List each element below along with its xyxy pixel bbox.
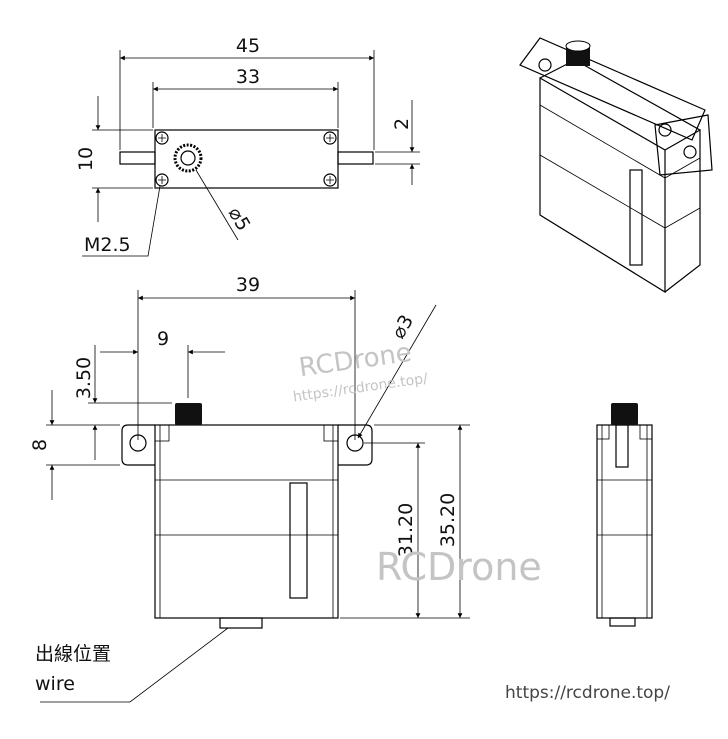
servo-body-side xyxy=(596,424,653,619)
dim-dia-5: ⌀5 xyxy=(224,204,255,235)
dim-2: 2 xyxy=(391,118,413,130)
mount-tab-right xyxy=(337,151,374,165)
dim-10: 10 xyxy=(75,147,97,171)
dim-33: 33 xyxy=(236,66,260,88)
wire-exit xyxy=(219,617,263,629)
output-spline-icon xyxy=(611,403,638,425)
output-spline-icon xyxy=(173,143,203,173)
servo-body-front xyxy=(154,424,339,619)
dim-8: 8 xyxy=(29,439,51,451)
dim-31-20: 31.20 xyxy=(395,503,417,557)
label-slot xyxy=(289,482,308,599)
watermark-url: https://rcdrone.top/ xyxy=(505,683,670,703)
watermark-small: RCDrone https://rcdrone.top/ xyxy=(292,338,429,406)
dim-45: 45 xyxy=(236,35,260,57)
side-view xyxy=(596,403,653,627)
mount-tab-left xyxy=(119,151,156,165)
label-m2-5: M2.5 xyxy=(84,234,131,256)
dim-35-20: 35.20 xyxy=(437,493,459,547)
wire-leader xyxy=(40,627,229,703)
dim-9: 9 xyxy=(157,328,169,350)
servo-body-top xyxy=(154,129,339,189)
dim-3-50: 3.50 xyxy=(73,357,95,399)
isometric-view xyxy=(519,37,713,294)
label-wire-cn: 出線位置 xyxy=(35,643,111,665)
label-wire-en: wire xyxy=(35,673,75,695)
screw-icon xyxy=(155,131,337,187)
watermark-large: RCDrone xyxy=(376,545,542,589)
output-spline-icon xyxy=(175,403,202,425)
dim-39: 39 xyxy=(236,274,260,296)
front-view: 39 9 3.50 8 31.20 35.20 ⌀3 xyxy=(29,274,470,629)
top-view: 45 33 10 2 M2.5 ⌀5 xyxy=(75,35,420,257)
